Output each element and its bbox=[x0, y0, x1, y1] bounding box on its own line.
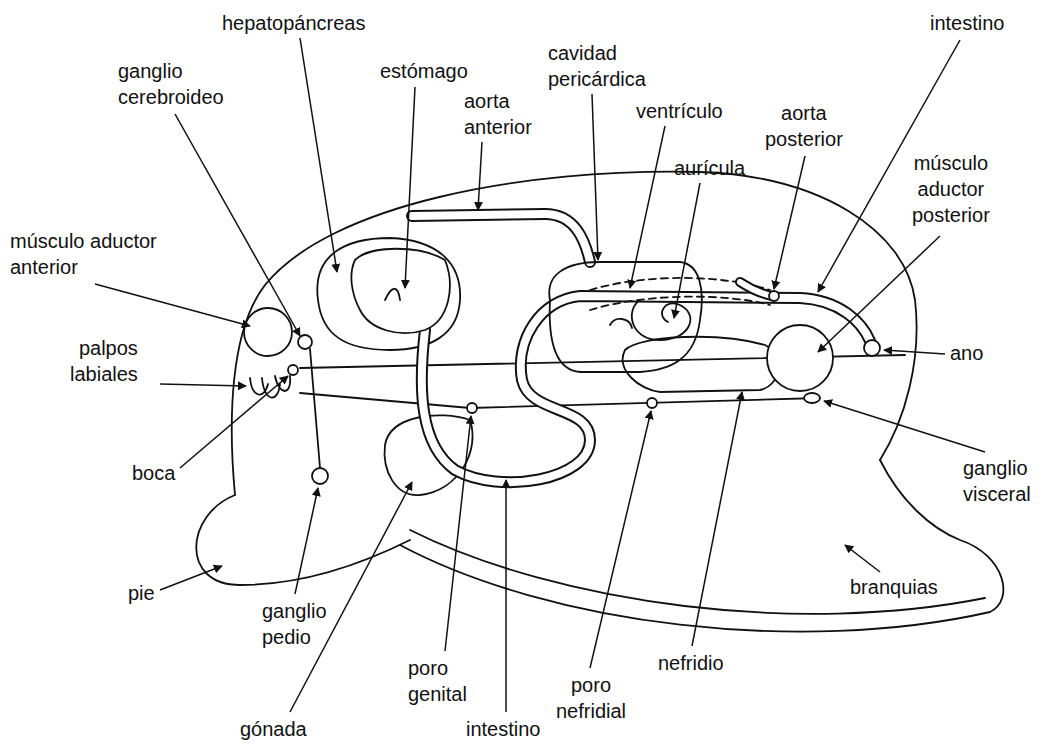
ventricle-line bbox=[590, 297, 770, 310]
leader-line bbox=[592, 94, 598, 260]
part-label: aorta anterior bbox=[464, 88, 532, 140]
stomach-fold bbox=[385, 289, 400, 300]
leader-line bbox=[290, 482, 412, 712]
leader-line bbox=[774, 156, 805, 289]
cerebral-ganglion bbox=[298, 335, 312, 349]
leader-line bbox=[505, 480, 507, 712]
leader-line bbox=[590, 411, 651, 668]
anus bbox=[864, 340, 880, 356]
part-label: cavidad pericárdica bbox=[548, 40, 646, 92]
nephridium-outline bbox=[623, 337, 779, 392]
genital-pore bbox=[467, 403, 477, 413]
part-label: poro nefridial bbox=[556, 672, 626, 724]
leader-line bbox=[692, 392, 742, 646]
leader-line bbox=[95, 284, 250, 326]
part-label: ganglio pedio bbox=[262, 598, 327, 650]
leader-line bbox=[824, 401, 985, 452]
leader-lines bbox=[95, 38, 985, 712]
visceral-ganglion bbox=[804, 393, 820, 403]
part-label: ganglio visceral bbox=[963, 455, 1031, 507]
part-label: poro genital bbox=[408, 655, 467, 707]
leader-line bbox=[160, 566, 222, 590]
intestine-tube-inner bbox=[422, 296, 870, 482]
part-label: gónada bbox=[240, 716, 307, 742]
part-label: intestino bbox=[466, 716, 541, 742]
illustration bbox=[196, 172, 1003, 632]
part-label: pie bbox=[128, 580, 155, 606]
anterior-adductor bbox=[244, 308, 292, 356]
aorta-tube-inner bbox=[412, 214, 590, 262]
aorta-tube-outer bbox=[412, 214, 590, 262]
leader-line bbox=[478, 142, 482, 210]
part-label: boca bbox=[132, 460, 175, 486]
leader-line bbox=[300, 38, 337, 272]
part-label: músculo aductor anterior bbox=[10, 228, 180, 280]
intestine-tube-outer bbox=[422, 296, 870, 482]
auricle-outline bbox=[610, 319, 632, 328]
part-label: palpos labiales bbox=[70, 335, 138, 387]
part-label: ganglio cerebroideo bbox=[118, 58, 224, 110]
stomach-outline bbox=[351, 249, 449, 333]
leader-line bbox=[405, 87, 415, 288]
posterior-aorta-inner bbox=[740, 282, 772, 296]
part-label: aurícula bbox=[674, 155, 745, 181]
leader-line bbox=[160, 384, 246, 386]
mouth bbox=[288, 365, 298, 375]
part-label: branquias bbox=[850, 574, 938, 600]
part-label: ventrículo bbox=[636, 98, 723, 124]
part-label: ano bbox=[950, 340, 983, 366]
posterior-aorta-end bbox=[769, 291, 779, 301]
part-label: músculo aductor posterior bbox=[912, 150, 990, 228]
part-label: hepatopáncreas bbox=[222, 10, 365, 36]
posterior-adductor bbox=[767, 325, 833, 391]
nephridial-pore bbox=[647, 398, 657, 408]
foot-outline bbox=[196, 495, 410, 585]
leader-line bbox=[295, 488, 318, 594]
leader-line bbox=[175, 114, 300, 336]
leader-line bbox=[630, 126, 665, 288]
leader-line bbox=[818, 236, 940, 352]
pedal-ganglion bbox=[312, 468, 328, 484]
part-label: nefridio bbox=[658, 650, 724, 676]
nerve-cord bbox=[310, 349, 320, 468]
leader-line bbox=[445, 416, 471, 651]
part-label: aorta posterior bbox=[765, 100, 843, 152]
leader-line bbox=[674, 183, 700, 318]
gill-inner bbox=[410, 530, 985, 614]
auricle-outline bbox=[632, 300, 691, 340]
hepatopancreas-outline bbox=[317, 238, 460, 350]
leader-line bbox=[845, 545, 880, 572]
body-outline bbox=[232, 172, 917, 495]
posterior-aorta-outer bbox=[740, 282, 772, 296]
part-label: intestino bbox=[930, 10, 1005, 36]
leader-line bbox=[180, 376, 288, 468]
part-label: estómago bbox=[380, 58, 468, 84]
leader-line bbox=[884, 350, 945, 354]
